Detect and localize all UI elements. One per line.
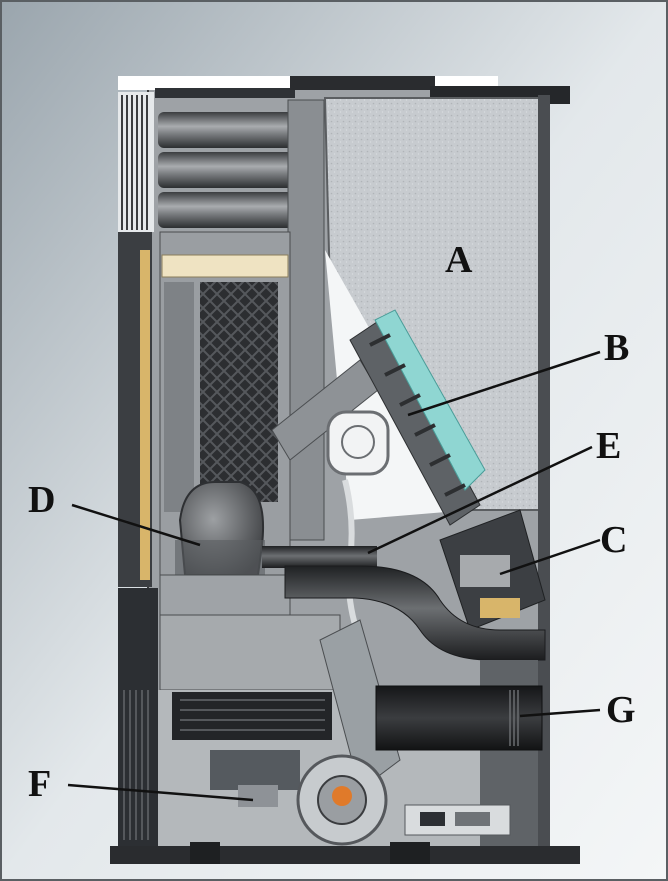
flue-gasket — [509, 690, 519, 746]
heat-exchanger-fins — [118, 92, 154, 232]
gear-motor — [439, 509, 546, 631]
flue-outlet — [375, 685, 543, 751]
firebox-top-brick — [161, 254, 289, 278]
air-intake-pipe — [262, 546, 377, 568]
auger-screw — [349, 309, 486, 526]
leader-line-e — [367, 445, 593, 555]
label-e: E — [596, 425, 621, 467]
exhaust-duct — [284, 565, 546, 661]
label-a: A — [445, 239, 473, 281]
foot-right — [390, 842, 430, 864]
door-glass-edge — [140, 250, 150, 580]
foot-left — [190, 842, 220, 864]
top-cover-right — [290, 76, 435, 90]
top-cover-left — [155, 88, 295, 98]
leader-lines — [67, 350, 601, 802]
label-f: F — [28, 763, 51, 805]
burn-pot — [175, 481, 265, 576]
convection-fan — [172, 692, 332, 740]
base-plinth — [110, 846, 580, 864]
leader-line-d — [71, 503, 201, 547]
cabinet-right-wall — [538, 95, 550, 855]
control-board — [404, 804, 511, 836]
tube-housing-right — [287, 99, 325, 541]
firebrick-mesh — [200, 282, 278, 502]
leader-line-f — [67, 783, 254, 802]
label-b: B — [604, 327, 629, 369]
ash-pan-frame — [159, 574, 291, 616]
label-g: G — [606, 689, 636, 731]
label-d: D — [28, 479, 55, 521]
leader-line-c — [499, 538, 601, 576]
firebox-left-liner — [164, 282, 194, 512]
leader-line-b — [407, 350, 601, 417]
lower-chamber — [159, 614, 341, 691]
leader-line-g — [519, 708, 601, 718]
heat-exchanger-tubes — [158, 112, 293, 228]
exhaust-fan — [210, 750, 388, 846]
label-c: C — [600, 519, 627, 561]
lower-vent-slats — [123, 690, 149, 840]
